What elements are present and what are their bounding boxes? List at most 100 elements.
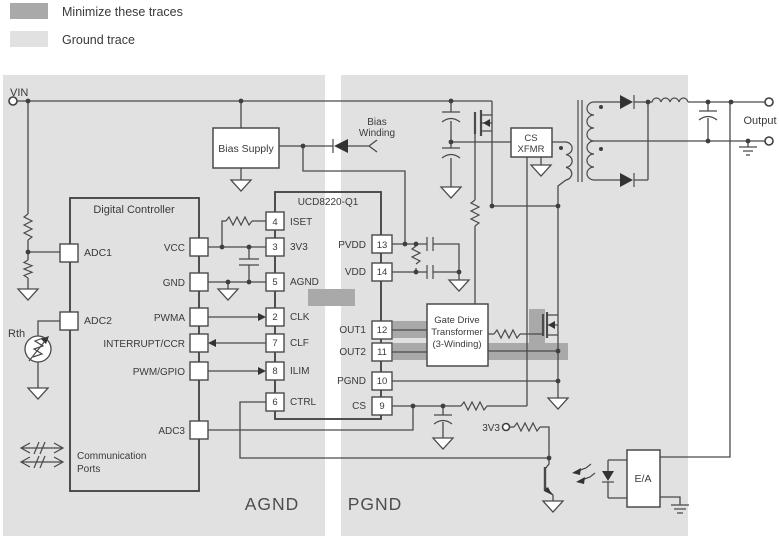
pvdd-vdd-resistor bbox=[410, 245, 422, 265]
bias-supply-box bbox=[212, 127, 280, 169]
input-cap-ground bbox=[439, 186, 463, 199]
pin-ilim-label: ILIM bbox=[290, 366, 309, 377]
pin7-box bbox=[265, 333, 285, 353]
pvdd-cap bbox=[426, 237, 434, 251]
adc1-pin-box bbox=[59, 243, 79, 263]
input-cap-bottom bbox=[441, 147, 461, 159]
vcc-bypass-cap bbox=[239, 258, 259, 266]
ls-mosfet bbox=[541, 312, 555, 338]
cs-cap-ground bbox=[431, 437, 455, 450]
pin11-box bbox=[371, 342, 393, 362]
hs-gate-resistor bbox=[469, 199, 481, 227]
clf-arrowhead bbox=[208, 339, 216, 347]
opto-light-arrows bbox=[572, 463, 596, 484]
pin13-box bbox=[371, 234, 393, 254]
ls-gate-resistor bbox=[493, 328, 521, 340]
pin13-num: 13 bbox=[377, 240, 388, 251]
error-amp-box bbox=[626, 449, 661, 508]
pin8-num: 8 bbox=[272, 366, 277, 377]
pin14-num: 14 bbox=[377, 267, 388, 278]
earth-grounds bbox=[671, 146, 757, 514]
comm-label-2: Ports bbox=[77, 464, 100, 475]
hs-mosfet-body-arrow bbox=[483, 119, 490, 127]
adc1-label: ADC1 bbox=[84, 247, 112, 259]
pin-agnd-label: AGND bbox=[290, 277, 319, 288]
comm-port-arrows bbox=[19, 441, 65, 469]
pin-clf-label: CLF bbox=[290, 338, 309, 349]
legend-ground-label: Ground trace bbox=[62, 33, 135, 47]
pwm-gpio-label: PWM/GPIO bbox=[133, 367, 185, 378]
ea-earth-ground bbox=[671, 504, 689, 514]
phototransistor-emitter-arrow bbox=[544, 487, 552, 495]
gnd-label: GND bbox=[163, 278, 185, 289]
pin2-box bbox=[265, 307, 285, 327]
vin-divider-top-resistor bbox=[22, 213, 34, 241]
pin3-num: 3 bbox=[272, 242, 277, 253]
bias-supply-wires bbox=[240, 101, 406, 244]
vin-label: VIN bbox=[10, 87, 28, 99]
legend-ground-swatch bbox=[10, 31, 48, 47]
transformer-core bbox=[577, 100, 583, 182]
gate-transformer-label-1: Gate Drive bbox=[434, 315, 479, 326]
chip-pin-boxes bbox=[265, 211, 393, 416]
gate-transformer-label-2: Transformer bbox=[431, 327, 482, 338]
pin7-num: 7 bbox=[272, 338, 277, 349]
pwma-pin-box bbox=[189, 307, 209, 327]
pwma-label: PWMA bbox=[154, 313, 185, 324]
pin-3v3-label: 3V3 bbox=[290, 242, 308, 253]
pin-out1-label: OUT1 bbox=[339, 325, 366, 336]
bias-3v3-label: 3V3 bbox=[482, 423, 500, 434]
legend-minimize-swatch bbox=[10, 3, 48, 19]
pin3-box bbox=[265, 237, 285, 257]
main-transformer bbox=[565, 100, 595, 182]
agnd-region-label: AGND bbox=[245, 494, 300, 514]
rectifier-diode-bottom bbox=[620, 173, 633, 187]
pin-out2-label: OUT2 bbox=[339, 347, 366, 358]
vdd-cap bbox=[426, 265, 434, 279]
capacitors bbox=[239, 110, 718, 425]
cs-wires bbox=[392, 405, 527, 438]
components bbox=[8, 95, 774, 514]
pin12-num: 12 bbox=[377, 325, 388, 336]
output-label: Output bbox=[743, 115, 776, 127]
pin-ctrl-label: CTRL bbox=[290, 397, 317, 408]
adc3-label: ADC3 bbox=[158, 426, 185, 437]
resistors bbox=[22, 199, 541, 433]
pin4-box bbox=[265, 211, 285, 231]
pin5-num: 5 bbox=[272, 277, 277, 288]
transformer-secondary-bottom-winding bbox=[586, 140, 595, 181]
feedback-wires bbox=[607, 102, 731, 505]
agnd-ground bbox=[216, 288, 240, 301]
pin2-num: 2 bbox=[272, 312, 277, 323]
bias-supply-ground bbox=[229, 179, 253, 192]
ground-symbols bbox=[16, 164, 570, 513]
pin-clk-label: CLK bbox=[290, 312, 310, 323]
adc3-pin-box bbox=[189, 420, 209, 440]
iset-resistor bbox=[225, 215, 253, 227]
light-arrow-2-head bbox=[576, 477, 585, 484]
rth-ground bbox=[26, 387, 50, 400]
interrupt-pin-box bbox=[189, 333, 209, 353]
interrupt-label: INTERRUPT/CCR bbox=[103, 339, 185, 350]
bias-winding-label-2: Winding bbox=[359, 128, 395, 139]
pin-pgnd-label: PGND bbox=[337, 376, 366, 387]
vdd-cap-ground bbox=[447, 279, 471, 292]
cs-xfmr-box bbox=[510, 127, 553, 158]
hs-mosfet bbox=[473, 110, 490, 136]
rth-thermistor bbox=[24, 335, 52, 363]
adc3-wire bbox=[208, 406, 414, 431]
input-cap-top bbox=[441, 111, 461, 123]
rectifier-diode-top bbox=[620, 95, 633, 109]
cs-xfmr-label-1: CS bbox=[524, 133, 537, 144]
pullup-resistor bbox=[513, 421, 541, 433]
gate-transformer-box bbox=[426, 303, 489, 367]
pin6-box bbox=[265, 392, 285, 412]
chip-title: UCD8220-Q1 bbox=[298, 197, 359, 208]
pin-iset-label: ISET bbox=[290, 217, 312, 228]
labels: VIN Bias Supply Bias Winding Digital Con… bbox=[8, 87, 777, 514]
rth-zigzag bbox=[32, 337, 45, 358]
pwm-signal-wires bbox=[208, 316, 266, 372]
junction-dots bbox=[25, 98, 751, 461]
